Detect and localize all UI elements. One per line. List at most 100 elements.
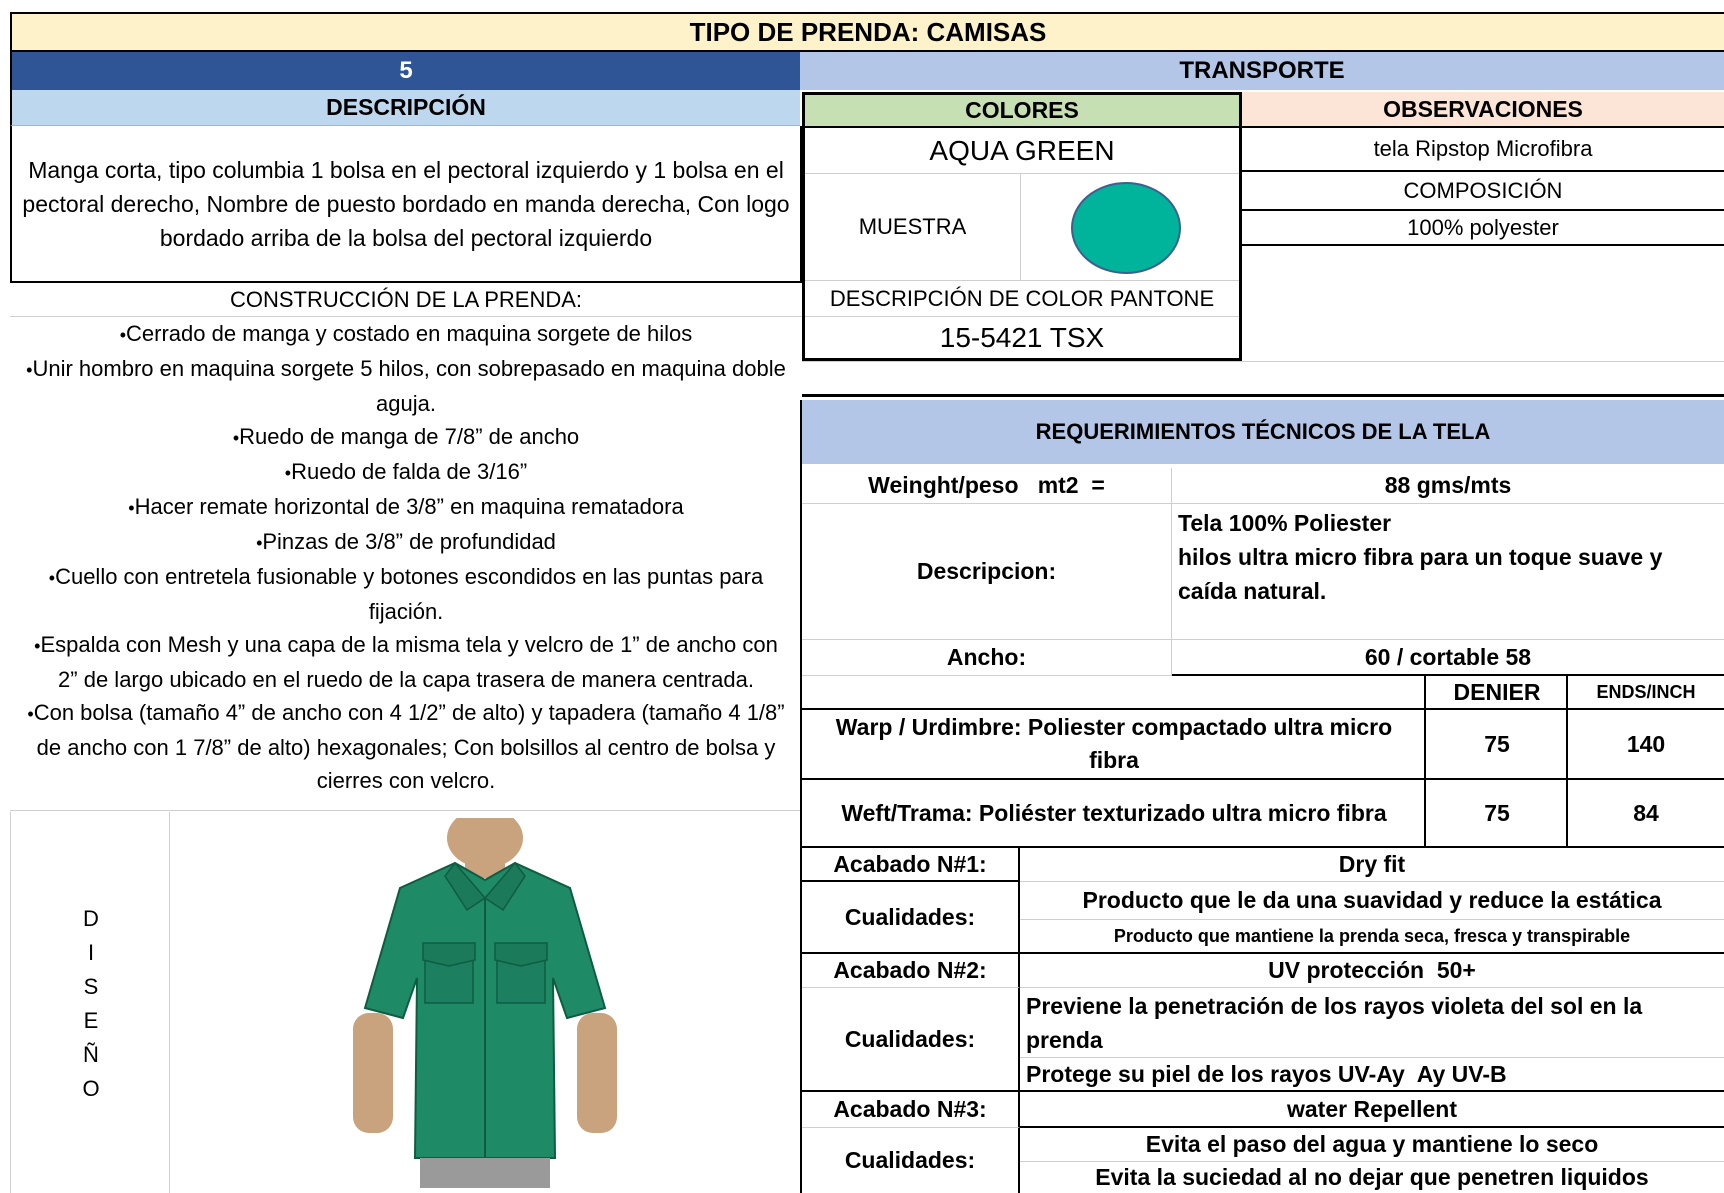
- finish-2-name-cell: UV protección 50+: [1020, 954, 1724, 988]
- colors-heading: COLORES: [802, 92, 1242, 128]
- design-letter: I: [87, 940, 95, 965]
- bullet-icon: •: [284, 463, 292, 483]
- composition-label-cell: COMPOSICIÓN: [1242, 172, 1724, 211]
- shirt-illustration: [353, 817, 617, 1188]
- construction-item: •Pinzas de 3/8” de profundidad: [24, 525, 788, 560]
- composition-label-text: COMPOSICIÓN: [1403, 177, 1563, 203]
- weight-label-cell: Weinght/peso mt2 =: [802, 468, 1172, 504]
- construction-item: •Espalda con Mesh y una capa de la misma…: [24, 628, 788, 696]
- fabric-cell: tela Ripstop Microfibra: [1242, 128, 1724, 172]
- yarn-header-blank: [802, 676, 1426, 710]
- warp-denier-text: 75: [1484, 730, 1510, 757]
- finish-1-qualities-label-text: Cualidades:: [844, 903, 976, 930]
- finish-3-quality-1-text: Evita el paso del agua y mantiene lo sec…: [1145, 1131, 1599, 1157]
- finish-3-label-text: Acabado N#3:: [833, 1096, 987, 1122]
- finish-3-qualities-label-cell: Cualidades:: [802, 1128, 1020, 1193]
- design-letter: O: [82, 1076, 100, 1101]
- finish-2-qualities-label-text: Cualidades:: [844, 1025, 976, 1052]
- ends-header-cell: ENDS/INCH: [1566, 676, 1724, 710]
- construction-item-text: Unir hombro en maquina sorgete 5 hilos, …: [32, 356, 786, 416]
- finish-1-quality-1-cell: Producto que le da una suavidad y reduce…: [1020, 882, 1724, 920]
- design-letter: D: [83, 906, 99, 931]
- denier-header-text: DENIER: [1453, 678, 1541, 705]
- pantone-label-text: DESCRIPCIÓN DE COLOR PANTONE: [829, 285, 1215, 311]
- design-letter: S: [83, 974, 99, 999]
- construction-item: •Hacer remate horizontal de 3/8” en maqu…: [24, 490, 788, 525]
- sheet-title: TIPO DE PRENDA: CAMISAS: [10, 12, 1724, 52]
- design-letter: E: [83, 1008, 99, 1033]
- design-letter: Ñ: [83, 1042, 99, 1067]
- bullet-icon: •: [256, 533, 263, 553]
- number-text: 5: [399, 57, 413, 84]
- sample-swatch-cell: [1021, 174, 1239, 281]
- denier-header-cell: DENIER: [1424, 676, 1568, 710]
- warp-ends-text: 140: [1626, 730, 1666, 757]
- number-cell: 5: [10, 52, 800, 90]
- finish-3-quality-2-cell: Evita la suciedad al no dejar que penetr…: [1020, 1162, 1724, 1193]
- finish-1-qualities-label-cell: Cualidades:: [802, 882, 1020, 954]
- finish-2-label-cell: Acabado N#2:: [802, 954, 1020, 988]
- spacer-row: [1242, 246, 1724, 361]
- bullet-icon: •: [48, 568, 56, 588]
- fabric-description-line1: Tela 100% Poliester: [1178, 510, 1392, 536]
- colors-heading-text: COLORES: [965, 97, 1079, 123]
- construction-heading-text: CONSTRUCCIÓN DE LA PRENDA:: [229, 286, 583, 312]
- construction-item: •Cerrado de manga y costado en maquina s…: [24, 317, 788, 352]
- finish-3-quality-2-text: Evita la suciedad al no dejar que penetr…: [1095, 1164, 1649, 1190]
- construction-item-text: Con bolsa (tamaño 4” de ancho con 4 1/2”…: [33, 700, 785, 793]
- width-label-cell: Ancho:: [802, 640, 1172, 676]
- sample-label-text: MUESTRA: [858, 214, 967, 239]
- finish-3-name-cell: water Repellent: [1020, 1092, 1724, 1128]
- construction-item: •Unir hombro en maquina sorgete 5 hilos,…: [24, 352, 788, 420]
- weft-ends-text: 84: [1633, 799, 1659, 826]
- finish-1-label-text: Acabado N#1:: [833, 850, 987, 877]
- width-label-text: Ancho:: [946, 644, 1027, 670]
- section-divider: [800, 400, 802, 1193]
- spacer-row-2: [802, 361, 1724, 397]
- description-cell: Manga corta, tipo columbia 1 bolsa en el…: [10, 126, 802, 283]
- warp-ends-cell: 140: [1566, 710, 1724, 780]
- finish-1-quality-2-cell: Producto que mantiene la prenda seca, fr…: [1020, 920, 1724, 954]
- description-text: Manga corta, tipo columbia 1 bolsa en el…: [22, 156, 790, 251]
- weft-ends-cell: 84: [1566, 780, 1724, 848]
- bullet-icon: •: [34, 636, 41, 656]
- finish-1-quality-1-text: Producto que le da una suavidad y reduce…: [1082, 887, 1662, 913]
- finish-2-quality-1-cell: Previene la penetración de los rayos vio…: [1020, 988, 1724, 1058]
- weight-value-text: 88 gms/mts: [1384, 472, 1512, 498]
- observations-heading-text: OBSERVACIONES: [1383, 95, 1583, 122]
- fabric-description-value-cell: Tela 100% Poliester hilos ultra micro fi…: [1172, 504, 1724, 640]
- construction-item: •Cuello con entretela fusionable y boton…: [24, 560, 788, 628]
- requirements-heading: REQUERIMIENTOS TÉCNICOS DE LA TELA: [802, 400, 1724, 464]
- finish-2-name-text: UV protección 50+: [1268, 957, 1476, 983]
- finish-1-name-text: Dry fit: [1338, 851, 1406, 877]
- composition-value-cell: 100% polyester: [1242, 211, 1724, 246]
- color-name-text: AQUA GREEN: [929, 134, 1115, 166]
- color-swatch: [1071, 181, 1181, 274]
- observations-heading: OBSERVACIONES: [1242, 92, 1724, 128]
- design-image-cell: [170, 812, 802, 1193]
- fabric-text: tela Ripstop Microfibra: [1373, 136, 1593, 161]
- composition-value-text: 100% polyester: [1407, 214, 1559, 240]
- requirements-heading-text: REQUERIMIENTOS TÉCNICOS DE LA TELA: [1035, 419, 1491, 444]
- warp-label-text: Warp / Urdimbre: Poliester compactado ul…: [835, 714, 1393, 773]
- colors-block: AQUA GREEN MUESTRA DESCRIPCIÓN DE COLOR …: [802, 128, 1242, 361]
- width-value-text: 60 / cortable 58: [1364, 643, 1532, 670]
- finish-2-quality-2-text: Protege su piel de los rayos UV-Ay Ay UV…: [1026, 1060, 1507, 1087]
- construction-item-text: Ruedo de manga de 7/8” de ancho: [239, 424, 580, 449]
- construction-item-text: Cuello con entretela fusionable y botone…: [55, 564, 764, 624]
- bullet-icon: •: [119, 325, 127, 345]
- warp-label-cell: Warp / Urdimbre: Poliester compactado ul…: [802, 710, 1426, 780]
- finish-2-quality-1-text: Previene la penetración de los rayos vio…: [1026, 993, 1643, 1053]
- finish-3-qualities-label-text: Cualidades:: [844, 1147, 976, 1173]
- pantone-code-cell: 15-5421 TSX: [805, 317, 1239, 358]
- fabric-description-label-cell: Descripcion:: [802, 504, 1172, 640]
- weft-label-cell: Weft/Trama: Poliéster texturizado ultra …: [802, 780, 1426, 848]
- construction-item: •Ruedo de falda de 3/16”: [24, 455, 788, 490]
- weft-denier-text: 75: [1484, 799, 1510, 826]
- finish-3-label-cell: Acabado N#3:: [802, 1092, 1020, 1128]
- construction-heading: CONSTRUCCIÓN DE LA PRENDA:: [10, 283, 802, 317]
- weight-value-cell: 88 gms/mts: [1172, 468, 1724, 504]
- weft-label-text: Weft/Trama: Poliéster texturizado ultra …: [841, 799, 1387, 826]
- sheet-title-text: TIPO DE PRENDA: CAMISAS: [689, 16, 1047, 47]
